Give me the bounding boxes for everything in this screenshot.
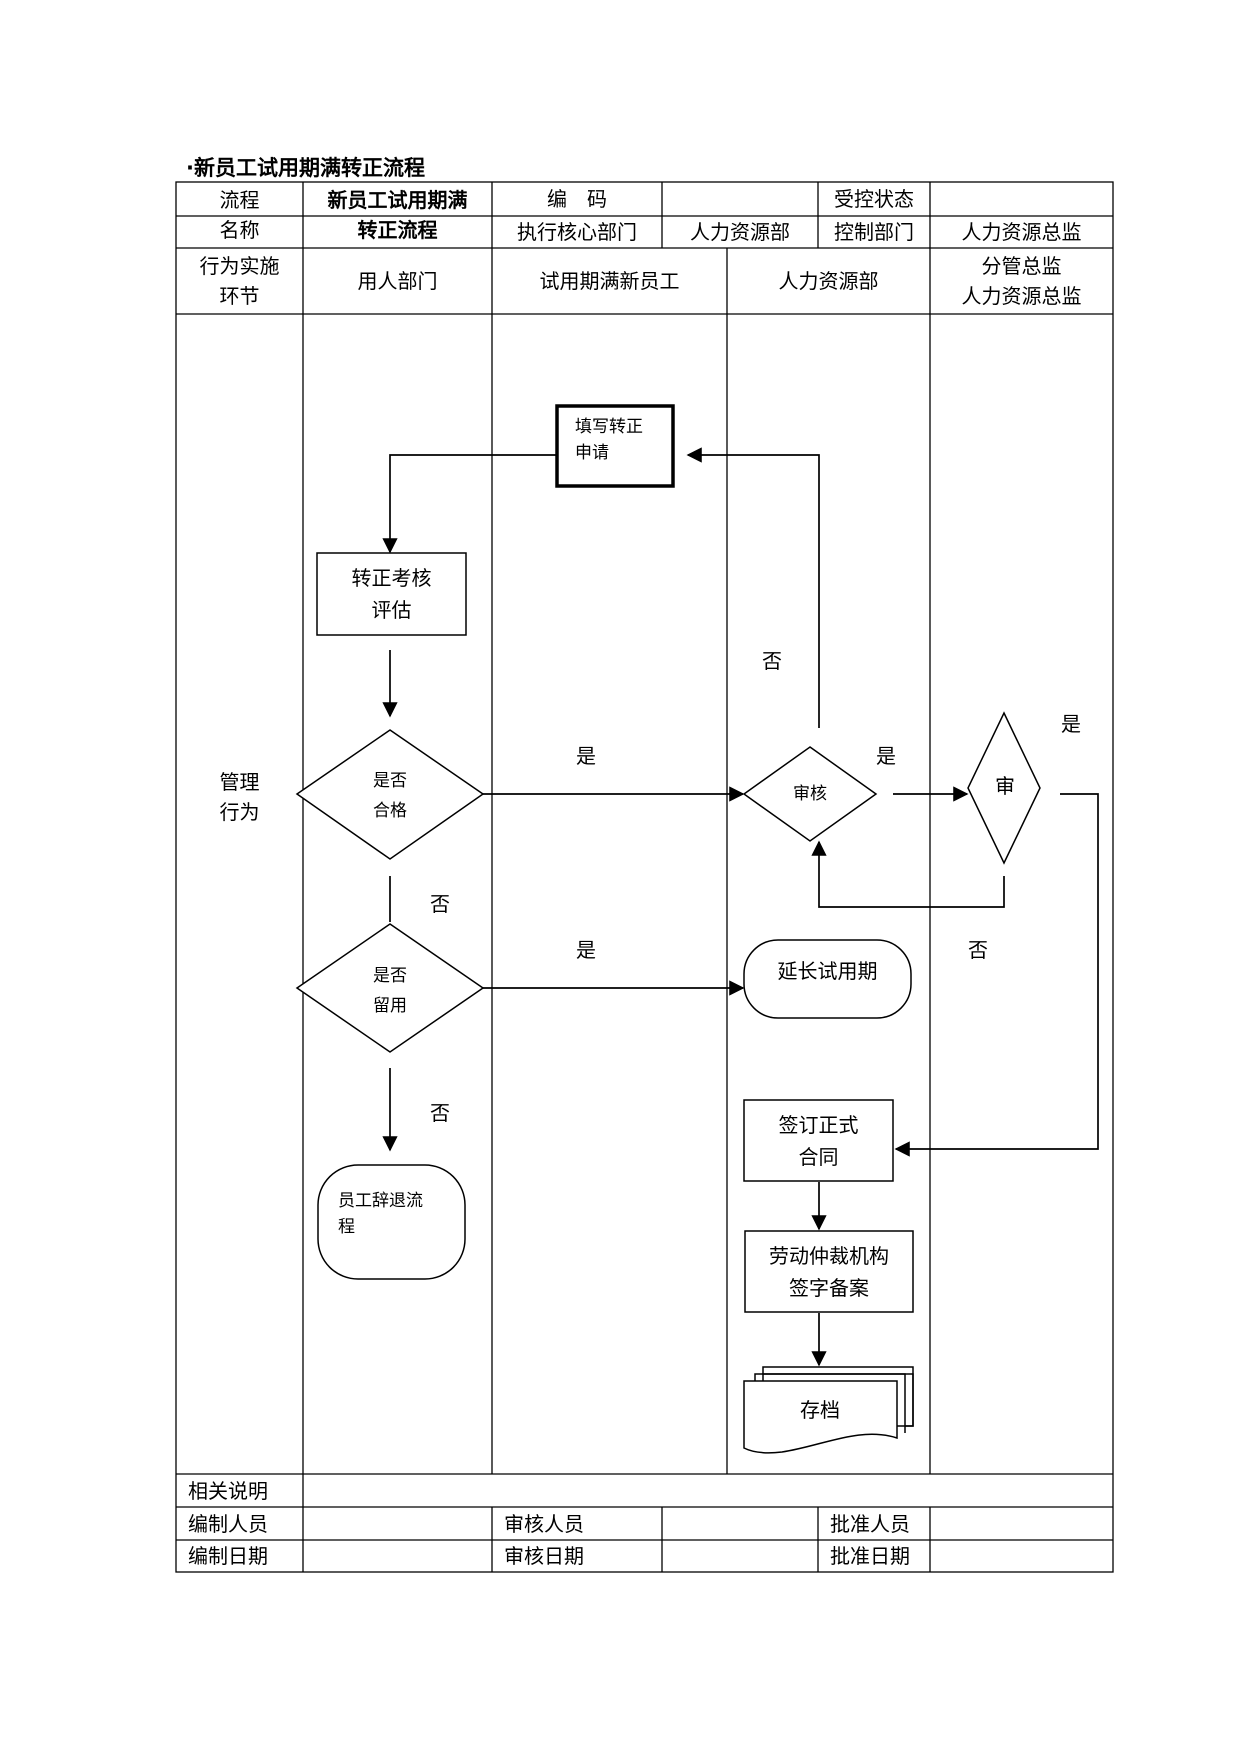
notes-value <box>303 1474 1113 1507</box>
node-dismiss <box>317 1164 466 1280</box>
edge-label-director-yes: 是 <box>1061 712 1081 736</box>
row-label-management: 管理 行为 <box>219 770 260 824</box>
table-grid <box>175 181 1114 1573</box>
edge-label-qualified-no: 否 <box>430 892 450 916</box>
node-assess <box>316 552 467 636</box>
decision-review-director-text: 审 <box>995 774 1015 798</box>
node-dismiss-text: 员工辞退流 程 <box>338 1191 423 1237</box>
decision-review-hr <box>742 746 878 842</box>
node-extend-text: 延长试用期 <box>777 959 878 983</box>
stage-label: 行为实施 环节 <box>199 254 280 308</box>
node-contract-text: 签订正式 合同 <box>778 1113 859 1169</box>
edge-label-retain-yes: 是 <box>576 938 596 962</box>
edge-label-review-hr-no: 否 <box>762 649 782 673</box>
node-extend <box>743 939 912 1019</box>
node-apply-text: 填写转正 申请 <box>575 417 643 463</box>
process-name-value: 新员工试用期满 转正流程 <box>327 188 468 242</box>
code-value <box>662 182 818 216</box>
lane-header-hr-dept: 人力资源部 <box>778 269 879 293</box>
decision-qualified-text: 是否 合格 <box>373 771 407 821</box>
decision-retain <box>295 923 485 1053</box>
edge-label-qualified-yes: 是 <box>576 744 596 768</box>
approved-date-label: 批准日期 <box>830 1544 910 1568</box>
decision-review-hr-text: 审核 <box>793 784 827 804</box>
prepared-date-label: 编制日期 <box>188 1544 268 1568</box>
code-label: 编 码 <box>547 187 607 211</box>
prepared-by-label: 编制人员 <box>188 1511 268 1536</box>
decision-review-director <box>967 711 1041 865</box>
node-archive <box>743 1366 914 1454</box>
document-title: ·新员工试用期满转正流程 <box>186 156 425 180</box>
node-assess-text: 转正考核 评估 <box>351 566 432 622</box>
control-dept-label: 控制部门 <box>834 220 914 244</box>
flow-shapes <box>295 404 1041 1454</box>
edge-label-retain-no: 否 <box>430 1101 450 1125</box>
reviewed-by-label: 审核人员 <box>504 1511 584 1536</box>
lane-header-hiring-dept: 用人部门 <box>357 269 438 293</box>
node-apply <box>555 404 675 488</box>
lane-header-new-employee: 试用期满新员工 <box>539 269 680 293</box>
node-arbitration-text: 劳动仲裁机构 签字备案 <box>769 1244 889 1300</box>
exec-dept-label: 执行核心部门 <box>517 220 637 244</box>
lane-header-directors: 分管总监 人力资源总监 <box>961 254 1082 308</box>
exec-dept-value: 人力资源部 <box>690 220 790 244</box>
notes-label: 相关说明 <box>188 1478 268 1503</box>
process-name-label: 流程 名称 <box>219 188 260 242</box>
control-status-value <box>930 182 1113 216</box>
flow-arrows <box>382 447 1099 1367</box>
control-status-label: 受控状态 <box>834 187 914 211</box>
edge-label-director-no: 否 <box>968 938 988 962</box>
control-dept-value: 人力资源总监 <box>961 220 1082 244</box>
node-arbitration <box>744 1230 914 1313</box>
reviewed-date-label: 审核日期 <box>504 1544 584 1568</box>
edge-label-review-hr-yes: 是 <box>876 744 896 768</box>
decision-qualified <box>295 729 485 860</box>
node-archive-text: 存档 <box>800 1398 840 1422</box>
node-contract <box>743 1099 894 1182</box>
decision-retain-text: 是否 留用 <box>373 966 407 1016</box>
approved-by-label: 批准人员 <box>830 1511 910 1536</box>
